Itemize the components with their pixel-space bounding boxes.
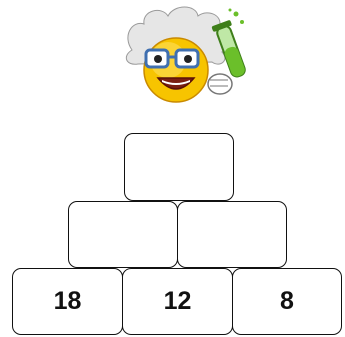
scientist-smiley-icon bbox=[118, 6, 250, 110]
pyramid-top-brick[interactable] bbox=[124, 133, 234, 201]
pyramid-middle-left-brick[interactable] bbox=[68, 201, 178, 268]
pyramid-bottom-left-brick[interactable]: 18 bbox=[12, 268, 123, 335]
pyramid-bottom-left-value: 18 bbox=[54, 287, 82, 316]
pyramid-middle-right-brick[interactable] bbox=[177, 201, 287, 268]
pyramid-bottom-middle-value: 12 bbox=[164, 287, 192, 316]
pyramid-bottom-right-brick[interactable]: 8 bbox=[232, 268, 342, 335]
pyramid-bottom-right-value: 8 bbox=[280, 287, 294, 316]
pyramid-bottom-middle-brick[interactable]: 12 bbox=[122, 268, 233, 335]
